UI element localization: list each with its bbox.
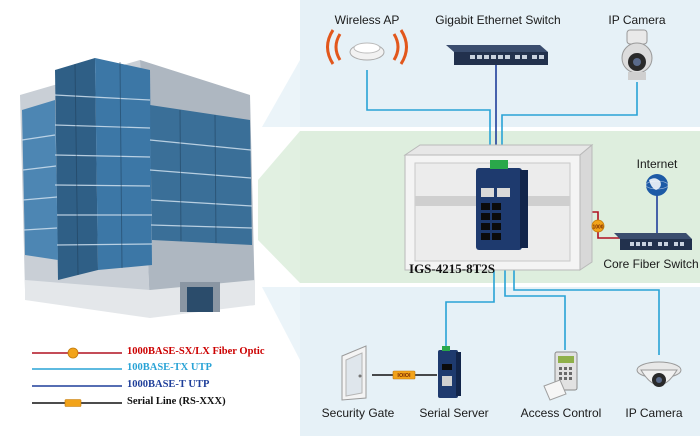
office-building-illustration (20, 58, 255, 318)
link-access-control (504, 248, 566, 350)
link-wireless-ap (366, 70, 491, 172)
legend-100base-tx-label: 100BASE-TX UTP (127, 362, 212, 373)
bottom-panel (300, 287, 700, 436)
switch-model-label: IGS-4215-8T2S (409, 261, 495, 276)
legend-fiber-label: 1000BASE-SX/LX Fiber Optic (127, 346, 265, 357)
internet-globe-icon (645, 174, 669, 196)
security-gate-icon (341, 345, 367, 401)
link-ip-camera-top (501, 82, 638, 172)
serial-server-icon (438, 346, 461, 398)
legend-serial-label: Serial Line (RS-XXX) (127, 396, 226, 407)
core-fiber-switch-label: Core Fiber Switch (603, 257, 699, 271)
ip-camera-bottom-label: IP Camera (625, 406, 683, 420)
gigabit-switch-icon (446, 45, 548, 65)
projection-wedge-mid (258, 131, 300, 283)
fiber-badge: 1000 (591, 219, 605, 233)
internet-label: Internet (636, 157, 678, 171)
legend-1000base-t-label: 1000BASE-T UTP (127, 379, 210, 390)
wireless-ap-label: Wireless AP (334, 13, 400, 27)
ip-camera-top-label: IP Camera (608, 13, 666, 27)
industrial-switch-icon (476, 160, 528, 250)
svg-text:IOIOI: IOIOI (397, 373, 411, 379)
access-control-label: Access Control (520, 406, 602, 420)
projection-wedge-bottom (262, 287, 300, 360)
core-fiber-switch-icon (614, 233, 692, 250)
wireless-ap-icon (326, 29, 408, 65)
ip-camera-bottom-icon (636, 361, 682, 387)
projection-wedge-top (262, 60, 300, 127)
security-gate-label: Security Gate (321, 406, 395, 420)
gigabit-switch-label: Gigabit Ethernet Switch (435, 13, 561, 27)
serial-server-label: Serial Server (419, 406, 489, 420)
link-serial-server (445, 248, 495, 352)
serial-badge: IOIOI (392, 370, 416, 380)
legend-lines (32, 347, 122, 407)
ip-camera-top-icon (621, 29, 653, 80)
access-control-icon (543, 351, 578, 401)
svg-text:1000: 1000 (592, 224, 603, 230)
